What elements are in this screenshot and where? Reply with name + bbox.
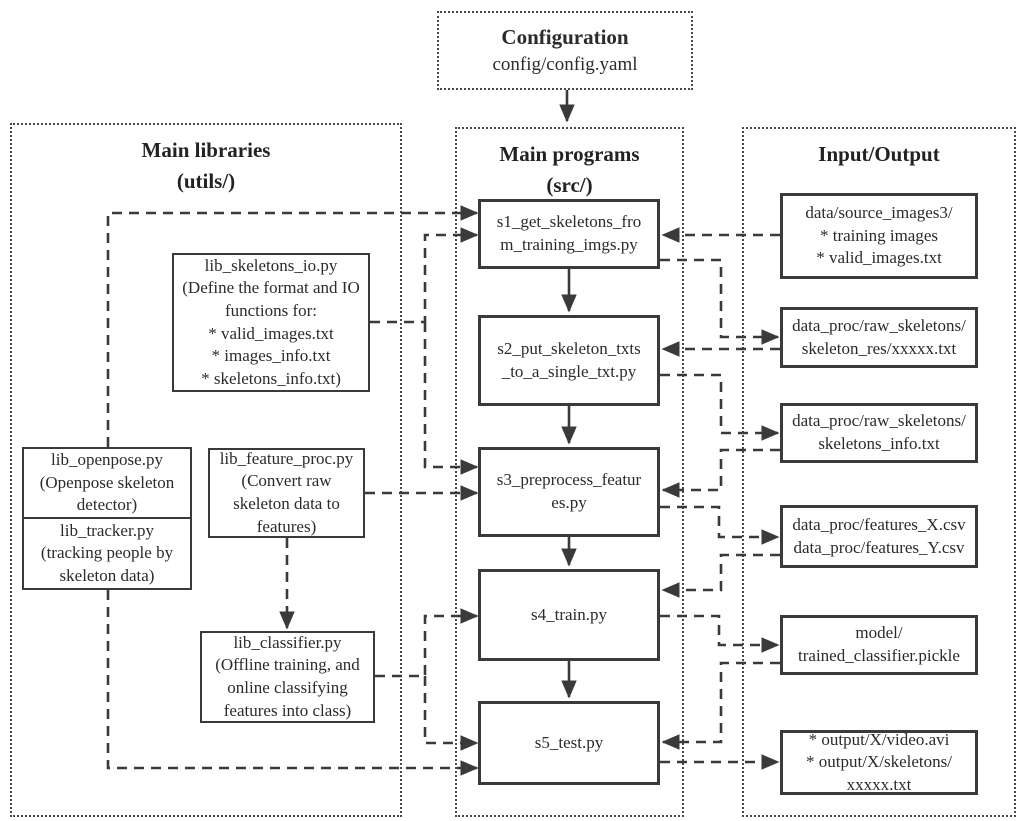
configuration-path: config/config.yaml: [492, 54, 638, 75]
lib-classifier-box: lib_classifier.py (Offline training, and…: [200, 631, 375, 723]
libraries-section: Main libraries (utils/): [10, 123, 402, 817]
programs-section-title: Main programs (src/): [457, 139, 682, 201]
io-output-box: * output/X/video.avi * output/X/skeleton…: [780, 730, 978, 795]
programs-title-line1: Main programs: [499, 142, 640, 166]
configuration-box: Configuration config/config.yaml: [437, 11, 693, 90]
s1-program-box: s1_get_skeletons_fro m_training_imgs.py: [478, 199, 660, 269]
configuration-title: Configuration: [501, 25, 629, 49]
io-section-title: Input/Output: [744, 139, 1014, 170]
lib-openpose-box: lib_openpose.py (Openpose skeleton detec…: [22, 447, 192, 519]
s5-program-box: s5_test.py: [478, 701, 660, 785]
programs-title-line2: (src/): [546, 173, 593, 197]
io-features-csv-box: data_proc/features_X.csv data_proc/featu…: [780, 505, 978, 568]
io-skeletons-info-box: data_proc/raw_skeletons/ skeletons_info.…: [780, 403, 978, 463]
io-title: Input/Output: [818, 142, 940, 166]
libraries-title-line2: (utils/): [176, 169, 236, 193]
s3-program-box: s3_preprocess_featur es.py: [478, 447, 660, 537]
lib-feature-proc-box: lib_feature_proc.py (Convert raw skeleto…: [208, 448, 365, 538]
lib-tracker-box: lib_tracker.py (tracking people by skele…: [22, 517, 192, 590]
libraries-title-line1: Main libraries: [141, 138, 271, 162]
io-skeleton-res-box: data_proc/raw_skeletons/ skeleton_res/xx…: [780, 307, 978, 368]
s2-program-box: s2_put_skeleton_txts _to_a_single_txt.py: [478, 315, 660, 406]
lib-skeletons-io-box: lib_skeletons_io.py (Define the format a…: [172, 253, 370, 392]
libraries-section-title: Main libraries (utils/): [12, 135, 400, 197]
io-model-box: model/ trained_classifier.pickle: [780, 615, 978, 675]
s4-program-box: s4_train.py: [478, 569, 660, 661]
io-source-images-box: data/source_images3/ * training images *…: [780, 193, 978, 279]
